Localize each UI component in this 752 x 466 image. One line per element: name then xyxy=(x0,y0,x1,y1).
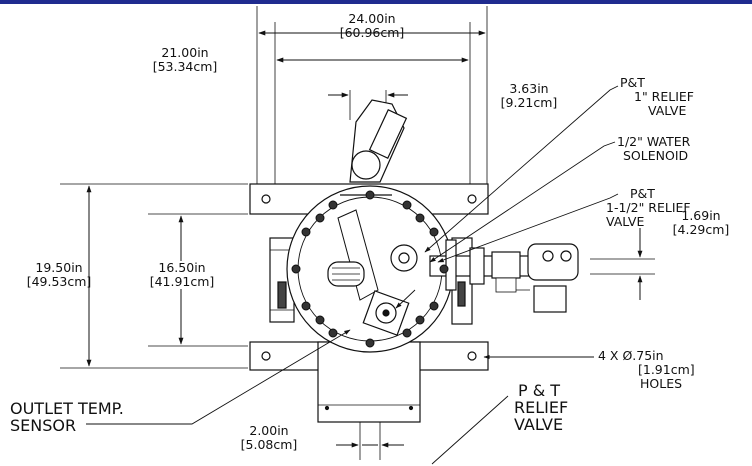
callout-line: 4 X Ø.75in xyxy=(598,348,664,363)
callout-line: SOLENOID xyxy=(623,148,689,163)
bracket-hole xyxy=(261,351,271,361)
callout-line: VALVE xyxy=(514,415,564,434)
overall-width-label: 24.00in [60.96cm] xyxy=(322,12,422,40)
overall-width-cm: [60.96cm] xyxy=(339,25,405,40)
enclosure-box xyxy=(317,341,421,423)
leader-outlet-temp xyxy=(86,329,351,425)
offset-cm: [9.21cm] xyxy=(500,95,558,110)
callout-line: RELIEF xyxy=(514,398,569,417)
pipe-cm: [4.29cm] xyxy=(672,222,730,237)
pt-1in-relief-callout: P&T 1" RELIEF VALVE xyxy=(620,76,694,118)
callout-line: 1-1/2" RELIEF xyxy=(606,200,691,215)
bracket-hole xyxy=(261,194,271,204)
bracket-hole xyxy=(467,351,477,361)
overall-width-in: 24.00in xyxy=(348,11,396,26)
holes-callout: 4 X Ø.75in [1.91cm] HOLES xyxy=(598,349,695,391)
bottom-in: 2.00in xyxy=(249,423,289,438)
water-solenoid-callout: 1/2" WATER SOLENOID xyxy=(617,135,690,163)
offset-label: 3.63in [9.21cm] xyxy=(484,82,574,110)
overall-height-label: 19.50in [49.53cm] xyxy=(14,261,104,289)
overall-height-in: 19.50in xyxy=(35,260,83,275)
callout-line: OUTLET TEMP. xyxy=(10,399,124,418)
bottom-dimension-label: 2.00in [5.08cm] xyxy=(224,424,314,452)
leader-lines xyxy=(86,85,619,465)
callout-line: [1.91cm] xyxy=(638,362,695,377)
inner-width-label: 21.00in [53.34cm] xyxy=(135,46,235,74)
vessel-bolts xyxy=(291,190,449,348)
overall-height-cm: [49.53cm] xyxy=(26,274,92,289)
inner-height-in: 16.50in xyxy=(158,260,206,275)
pipe-in: 1.69in xyxy=(681,208,721,223)
callout-line: P&T xyxy=(620,75,645,90)
leader-pt-1in xyxy=(424,85,619,253)
callout-line: VALVE xyxy=(606,214,645,229)
callout-line: VALVE xyxy=(648,103,687,118)
dimension-lines xyxy=(86,30,643,448)
bottom-cm: [5.08cm] xyxy=(240,437,298,452)
callout-line: HOLES xyxy=(640,376,683,391)
bracket-hole xyxy=(467,194,477,204)
elbow-fitting xyxy=(351,150,381,180)
leader-pt-relief xyxy=(431,395,509,465)
pt-1-5-relief-callout: P&T 1-1/2" RELIEF VALVE xyxy=(606,186,691,229)
pt-relief-callout: P & T RELIEF VALVE xyxy=(514,382,568,433)
inner-height-cm: [41.91cm] xyxy=(149,274,215,289)
inner-width-in: 21.00in xyxy=(161,45,209,60)
top-border xyxy=(0,0,752,4)
callout-line: P&T xyxy=(630,186,655,201)
outlet-temp-callout: OUTLET TEMP. SENSOR xyxy=(10,400,124,434)
leader-solenoid xyxy=(429,141,616,263)
callout-line: SENSOR xyxy=(10,416,77,435)
inner-height-label: 16.50in [41.91cm] xyxy=(136,261,228,289)
callout-line: 1" RELIEF xyxy=(634,89,694,104)
callout-line: 1/2" WATER xyxy=(617,134,691,149)
equipment xyxy=(249,99,579,423)
pipe-dimension-label: 1.69in [4.29cm] xyxy=(655,209,747,237)
offset-in: 3.63in xyxy=(509,81,549,96)
callout-line: P & T xyxy=(518,381,561,400)
inner-width-cm: [53.34cm] xyxy=(152,59,218,74)
leader-pt-1-5 xyxy=(437,193,619,263)
